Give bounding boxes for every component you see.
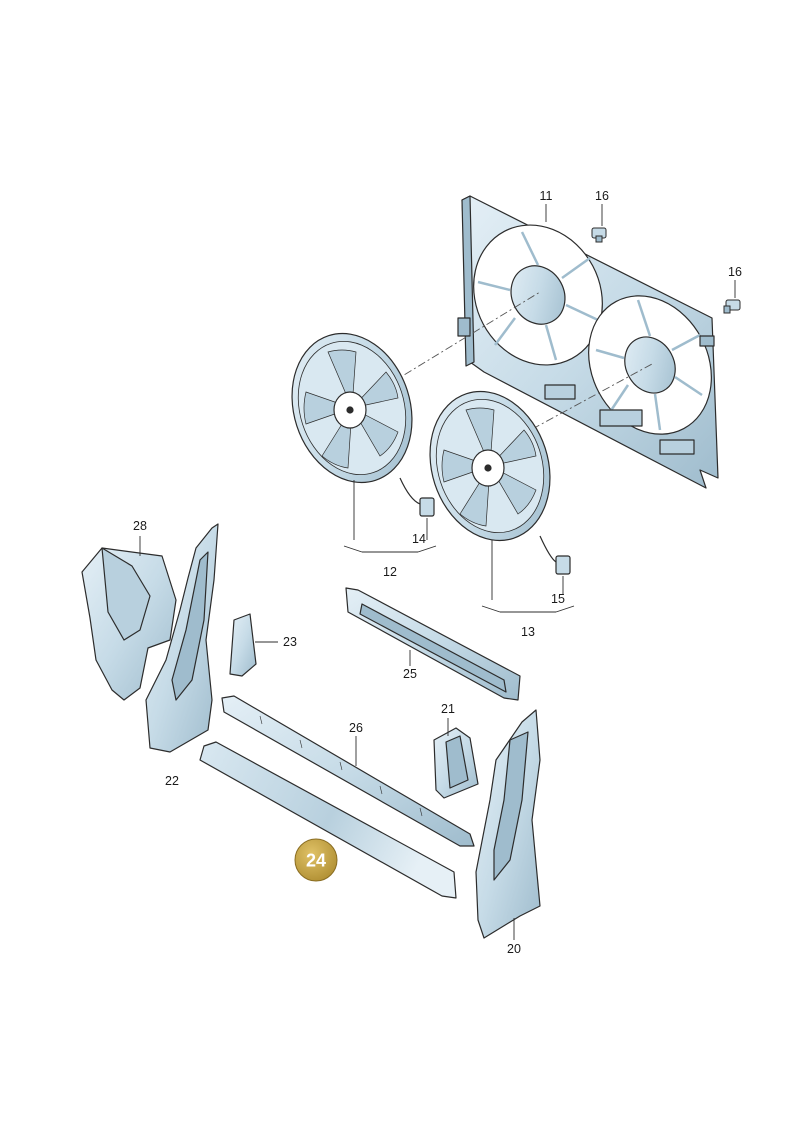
callout-16-right: 16 — [728, 265, 742, 279]
leader-lines — [139, 204, 736, 940]
fan-left — [291, 332, 435, 517]
air-guide-28 — [81, 547, 177, 701]
highlight-badge: 24 — [294, 838, 338, 882]
callout-15: 15 — [551, 592, 565, 606]
fan-shroud — [457, 195, 719, 489]
spoiler-24 — [199, 741, 457, 899]
bolt-upper — [591, 227, 607, 243]
clip-23 — [229, 613, 257, 677]
side-member-20 — [475, 709, 541, 939]
callout-12: 12 — [383, 565, 397, 579]
callout-22: 22 — [165, 774, 179, 788]
callout-11: 11 — [540, 189, 553, 203]
bracket-21 — [433, 727, 479, 799]
fan-right — [429, 390, 571, 575]
callout-16-upper: 16 — [595, 189, 609, 203]
highlight-badge-label: 24 — [306, 851, 326, 871]
callout-26: 26 — [349, 721, 363, 735]
bolt-right — [723, 299, 741, 314]
callout-28: 28 — [133, 519, 147, 533]
callout-21: 21 — [441, 702, 455, 716]
callout-13: 13 — [521, 625, 535, 639]
callout-23: 23 — [283, 635, 297, 649]
rail-25 — [345, 587, 521, 701]
callout-20: 20 — [507, 942, 521, 956]
deflector-26 — [221, 695, 475, 847]
callout-25: 25 — [403, 667, 417, 681]
callout-14: 14 — [412, 532, 426, 546]
side-member-22 — [145, 523, 219, 753]
